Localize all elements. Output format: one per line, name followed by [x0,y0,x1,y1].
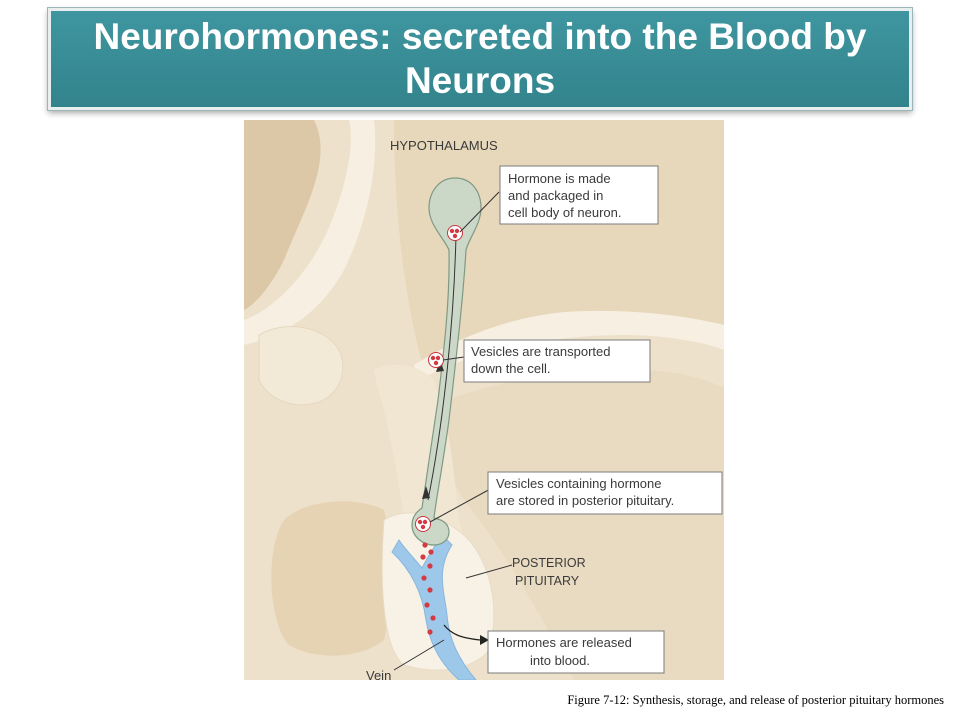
figure-caption: Figure 7-12: Synthesis, storage, and rel… [567,693,944,707]
vein [391,534,477,680]
title-banner: Neurohormones: secreted into the Blood b… [47,7,913,111]
svg-text:cell body of neuron.: cell body of neuron. [508,205,621,220]
slide-title: Neurohormones: secreted into the Blood b… [93,16,867,101]
callout-made: Hormone is made and packaged in cell bod… [499,165,659,225]
svg-text:Vesicles are transported: Vesicles are transported [471,344,610,359]
transport-arrow-line [427,234,457,501]
release-arrow [443,624,481,641]
neuron [411,177,482,546]
released-hormone-dots [420,542,436,635]
svg-text:and packaged in: and packaged in [508,188,603,203]
svg-text:into blood.: into blood. [530,653,590,668]
transport-arrowhead-lower [422,486,430,499]
svg-text:down the cell.: down the cell. [471,361,551,376]
release-arrowhead [480,635,489,645]
lower-right-tissue [434,369,724,680]
leader-stored [429,487,493,523]
svg-text:Hormone is made: Hormone is made [508,171,611,186]
label-vein: Vein [366,668,391,680]
bulge-left [258,326,344,406]
vesicle-terminal [415,516,431,532]
vesicle-axon [428,352,444,368]
label-hypothalamus: HYPOTHALAMUS [390,138,498,153]
leader-vein [393,639,445,671]
neurohormone-diagram: HYPOTHALAMUS POSTERIOR PITUITARY Vein Ho… [244,120,724,680]
callout-released: Hormones are released into blood. [487,630,665,674]
brain-fold-left [244,120,376,345]
callout-transported: Vesicles are transported down the cell. [463,339,651,383]
vesicle-cell-body [447,225,463,241]
svg-text:Hormones are released: Hormones are released [496,635,632,650]
brain-mass-left [244,120,321,310]
leader-posterior [465,564,513,579]
ventricle-band [414,310,724,380]
label-posterior-line2: PITUITARY [515,574,580,588]
leader-made [459,191,500,233]
svg-text:are stored in posterior pituit: are stored in posterior pituitary. [496,493,674,508]
anterior-pituitary [271,501,392,656]
svg-text:Vesicles containing hormone: Vesicles containing hormone [496,476,662,491]
callout-stored: Vesicles containing hormone are stored i… [487,471,723,515]
leader-transported [442,356,465,361]
pituitary-stalk [374,364,479,570]
label-posterior-line1: POSTERIOR [512,556,586,570]
